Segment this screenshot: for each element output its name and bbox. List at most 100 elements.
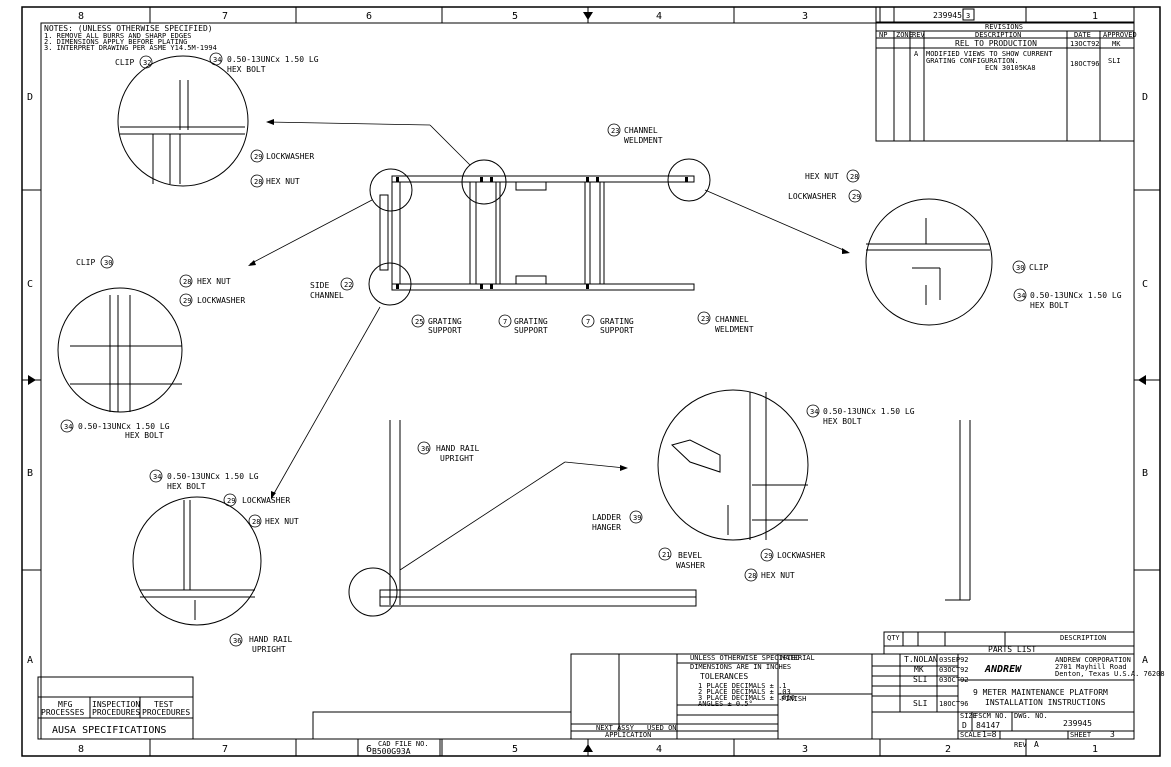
- tolerance-head: UNLESS OTHERWISE SPECIFIED: [690, 654, 800, 662]
- callout-bolt-right: HEX BOLT: [1030, 301, 1069, 310]
- callout-grating-support: SUPPORT: [514, 326, 548, 335]
- detail-bottom-left: [132, 496, 262, 626]
- callout-num: 34: [153, 473, 161, 481]
- rev-letter: A: [914, 50, 919, 58]
- callout-num: 29: [227, 497, 235, 505]
- callout-grating-support: SUPPORT: [428, 326, 462, 335]
- col-label-bottom: 4: [656, 744, 662, 755]
- company-addr: Denton, Texas U.S.A. 76208: [1055, 670, 1165, 678]
- rev-desc: GRATING CONFIGURATION.: [926, 57, 1019, 65]
- size: D: [962, 721, 967, 730]
- center-mark-left: [28, 375, 36, 385]
- notes-title: NOTES: (UNLESS OTHERWISE SPECIFIED): [44, 24, 213, 33]
- callout-hand-rail: HAND RAIL: [436, 444, 480, 453]
- parts-col: DESCRIPTION: [1060, 634, 1106, 642]
- callout-num: 23: [611, 127, 619, 135]
- spec-col: TEST: [154, 700, 173, 709]
- tolerance: 2 PLACE DECIMALS ± .03: [698, 688, 791, 696]
- col-label-top: 5: [512, 11, 518, 22]
- callout-num: 30: [104, 259, 112, 267]
- rev: A: [1034, 740, 1039, 749]
- callout-num: 29: [764, 552, 772, 560]
- application: APPLICATION: [605, 731, 651, 739]
- rev-col: ZONE: [896, 31, 913, 39]
- callout-nut-br: HEX NUT: [761, 571, 795, 580]
- callout-num: 7: [586, 318, 590, 326]
- elevation-view: [348, 420, 971, 617]
- callout-num: 32: [143, 59, 151, 67]
- callout-hand-rail: UPRIGHT: [440, 454, 474, 463]
- callout-clip-left: CLIP: [76, 258, 95, 267]
- row-label-left: A: [27, 655, 33, 666]
- spec-col: MFG: [58, 700, 73, 709]
- drawn-by: T.NOLAN: [904, 655, 938, 664]
- callout-bolt-top: 0.50-13UNCx 1.50 LG: [227, 55, 319, 64]
- approved-date: 03OCT92: [939, 676, 969, 684]
- detail-bottom-right: [657, 389, 809, 541]
- callout-bolt-bl: HEX BOLT: [167, 482, 206, 491]
- size-label: SIZE: [960, 712, 977, 720]
- rev-col: DESCRIPTION: [975, 31, 1021, 39]
- callout-grating-support: GRATING: [428, 317, 462, 326]
- col-label-bottom: 7: [222, 744, 228, 755]
- row-label-right: B: [1142, 468, 1148, 479]
- callout-grating-support: SUPPORT: [600, 326, 634, 335]
- checked-date: 03OCT92: [939, 666, 969, 674]
- scale: 1=8: [982, 730, 997, 739]
- rev-desc: REL TO PRODUCTION: [955, 39, 1037, 48]
- rev-col: DATE: [1074, 31, 1091, 39]
- rev-label: REV: [1014, 741, 1027, 749]
- material-label: MATERIAL: [781, 654, 815, 662]
- tolerance: ANGLES ± 0.5°: [698, 700, 753, 708]
- row-label-left: B: [27, 468, 33, 479]
- callout-grating-support: GRATING: [600, 317, 634, 326]
- specs-box: MFG PROCESSES INSPECTION PROCEDURES TEST…: [37, 676, 194, 740]
- col-label-top: 6: [366, 11, 372, 22]
- row-label-right: D: [1142, 92, 1148, 103]
- callout-nut-left: HEX NUT: [197, 277, 231, 286]
- note-line: 1. REMOVE ALL BURRS AND SHARP EDGES: [44, 32, 192, 40]
- drawn-date: 03SEP92: [939, 656, 969, 664]
- dwg-label: DWG. NO.: [1014, 712, 1048, 720]
- center-mark-bottom: [583, 744, 593, 752]
- checked-by: MK: [914, 665, 924, 674]
- callout-lock-left: LOCKWASHER: [197, 296, 245, 305]
- revision-block: 239945 3 REVISIONS NP ZONE REV DESCRIPTI…: [875, 6, 1137, 142]
- callout-ladder-hanger: LADDER: [592, 513, 621, 522]
- callout-lock-top: LOCKWASHER: [266, 152, 314, 161]
- rev-date: 13OCT92: [1070, 40, 1100, 48]
- detail-right: [865, 198, 993, 326]
- spec-col: INSPECTION: [92, 700, 140, 709]
- callout-side-channel: SIDE: [310, 281, 329, 290]
- center-mark-right: [1138, 375, 1146, 385]
- tolerance: 1 PLACE DECIMALS ± .1: [698, 682, 787, 690]
- spec-col: PROCESSES: [41, 708, 85, 717]
- callout-channel-top: CHANNEL: [624, 126, 658, 135]
- fscm: 84147: [976, 721, 1000, 730]
- callout-bolt-bl: 0.50-13UNCx 1.50 LG: [167, 472, 259, 481]
- callout-bolt-left: HEX BOLT: [125, 431, 164, 440]
- callout-num: 28: [850, 173, 858, 181]
- rev-approved: SLI: [1108, 57, 1121, 65]
- spec-col: PROCEDURES: [142, 708, 190, 717]
- company-addr: 2701 Mayhill Road: [1055, 663, 1127, 671]
- col-label-bottom: 6: [366, 744, 372, 755]
- callout-hand-rail-bl: HAND RAIL: [249, 635, 293, 644]
- tolerances-title: TOLERANCES: [700, 672, 748, 681]
- col-label-top: 1: [1092, 11, 1098, 22]
- callout-num: 28: [748, 572, 756, 580]
- drawing-title: INSTALLATION INSTRUCTIONS: [985, 698, 1106, 707]
- callout-num: 29: [852, 193, 860, 201]
- callout-bolt-left: 0.50-13UNCx 1.50 LG: [78, 422, 170, 431]
- row-label-right: A: [1142, 655, 1148, 666]
- rev-desc: ECN 30105KA8: [985, 64, 1036, 72]
- callout-num: 25: [415, 318, 423, 326]
- callout-lock-bl: LOCKWASHER: [242, 496, 290, 505]
- sheet-number-top: 3: [966, 12, 970, 20]
- callout-bevel-washer: WASHER: [676, 561, 705, 570]
- col-label-top: 3: [802, 11, 808, 22]
- sheet: 3: [1110, 730, 1115, 739]
- callout-num: 22: [344, 281, 352, 289]
